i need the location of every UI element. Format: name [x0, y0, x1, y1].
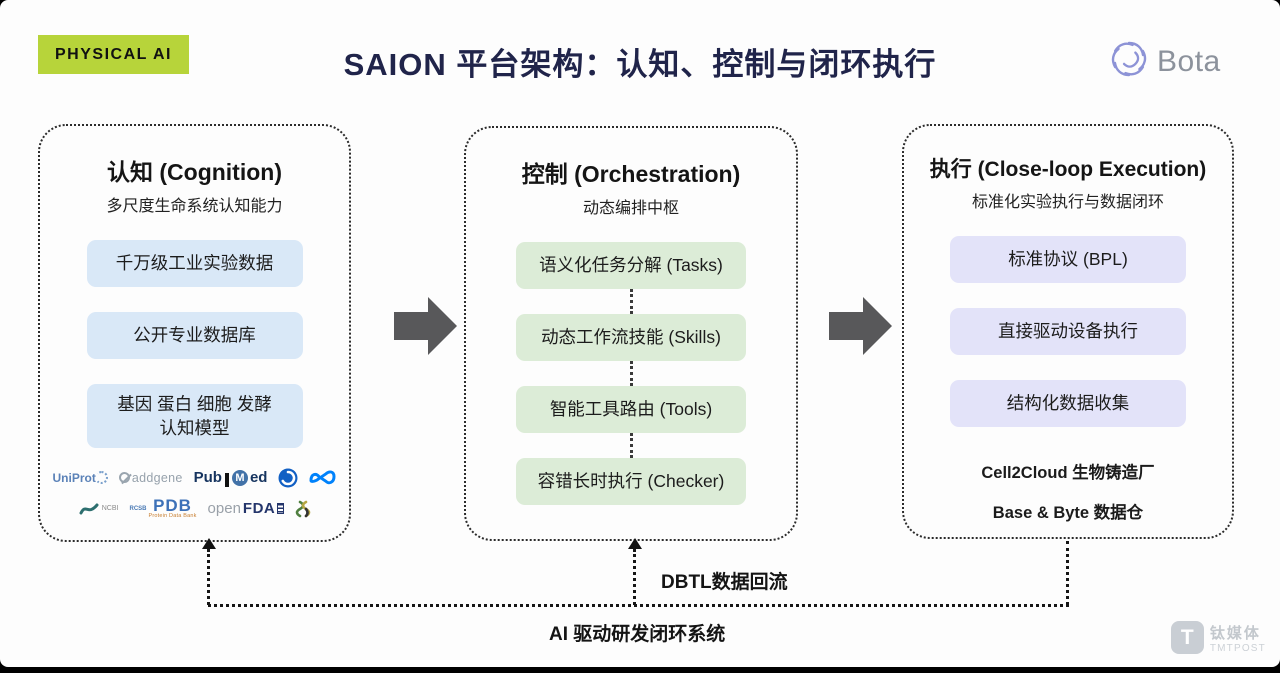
feedback-up-arrowhead-cognition-icon	[202, 538, 216, 549]
openfda-logo: open FDA	[208, 500, 285, 517]
feedback-up-arrowhead-orchestration-icon	[628, 538, 642, 549]
flow-arrow-cognition-to-orchestration-icon	[394, 297, 457, 360]
ncbi-logo: NCBI	[78, 501, 118, 517]
cognition-box-models-line2: 认知模型	[159, 418, 230, 438]
uniprot-dotted-ring-icon	[94, 471, 108, 484]
logo-row-1: UniProt addgene Pub M ed	[40, 465, 349, 490]
flow-arrow-orchestration-to-execution-icon	[829, 297, 892, 360]
addgene-circle-icon	[118, 472, 130, 483]
orchestration-column: 控制 (Orchestration) 动态编排中枢 语义化任务分解 (Tasks…	[464, 126, 798, 541]
tmtpost-logo-icon: T	[1170, 621, 1204, 654]
dna-helix-logo	[295, 500, 311, 518]
bota-pinwheel-icon	[1108, 38, 1150, 85]
bota-brand-label: Bota	[1157, 44, 1221, 78]
cognition-box-public-db: 公开专业数据库	[86, 312, 303, 359]
feedback-vline-execution	[1066, 541, 1069, 605]
physical-ai-badge: PHYSICAL AI	[38, 35, 189, 74]
uniprot-logo: UniProt	[53, 471, 108, 485]
execution-box-device: 直接驱动设备执行	[950, 308, 1186, 355]
execution-subtitle: 标准化实验执行与数据闭环	[971, 194, 1164, 211]
orchestration-box-tasks: 语义化任务分解 (Tasks)	[516, 242, 746, 289]
bota-brand: Bota	[1108, 38, 1221, 85]
cognition-box-models-line1: 基因 蛋白 细胞 发酵	[117, 394, 272, 414]
orchestration-box-skills: 动态工作流技能 (Skills)	[516, 314, 746, 361]
dbtl-feedback-label: DBTL数据回流	[661, 572, 788, 593]
data-source-logos: UniProt addgene Pub M ed	[40, 465, 349, 521]
feedback-hline	[208, 604, 1069, 607]
orchestration-title: 控制 (Orchestration)	[521, 161, 741, 187]
execution-box-bpl: 标准协议 (BPL)	[950, 236, 1186, 283]
feedback-vline-cognition	[207, 549, 210, 605]
cognition-subtitle: 多尺度生命系统认知能力	[106, 198, 283, 215]
meta-infinity-logo	[309, 470, 336, 486]
page-title: SAION 平台架构：认知、控制与闭环执行	[343, 47, 937, 82]
dotted-connector	[629, 361, 633, 386]
execution-column: 执行 (Close-loop Execution) 标准化实验执行与数据闭环 标…	[902, 124, 1234, 539]
dotted-connector	[629, 433, 633, 458]
cognition-column: 认知 (Cognition) 多尺度生命系统认知能力 千万级工业实验数据 公开专…	[38, 124, 351, 542]
watermark-cn-label: 钛媒体	[1209, 624, 1261, 642]
watermark-en-label: TMTPOST	[1209, 642, 1266, 654]
pubmed-bookmark-icon	[224, 472, 229, 487]
execution-title: 执行 (Close-loop Execution)	[929, 158, 1207, 181]
pubmed-logo: Pub M ed	[193, 469, 268, 487]
execution-box-data-collect: 结构化数据收集	[950, 380, 1186, 427]
cognition-title: 认知 (Cognition)	[106, 159, 282, 185]
addgene-logo: addgene	[118, 471, 183, 485]
blue-swirl-logo	[278, 468, 298, 488]
orchestration-box-checker: 容错长时执行 (Checker)	[516, 458, 746, 505]
cognition-box-models: 基因 蛋白 细胞 发酵 认知模型	[86, 384, 303, 448]
cognition-box-industrial-data: 千万级工业实验数据	[86, 240, 303, 287]
orchestration-subtitle: 动态编排中枢	[582, 200, 679, 217]
orchestration-box-tools: 智能工具路由 (Tools)	[516, 386, 746, 433]
logo-row-2: NCBI RCSB PDB Protein Data Bank open FDA	[40, 496, 349, 521]
execution-note-cell2cloud: Cell2Cloud 生物铸造厂	[981, 464, 1155, 482]
closed-loop-system-label: AI 驱动研发闭环系统	[549, 624, 726, 645]
openfda-flag-icon	[277, 503, 285, 514]
feedback-vline-orchestration	[633, 549, 636, 605]
execution-note-basebyte: Base & Byte 数据仓	[992, 504, 1144, 522]
pdb-logo: RCSB PDB Protein Data Bank	[129, 496, 197, 519]
dotted-connector	[629, 289, 633, 314]
tmtpost-watermark: T 钛媒体 TMTPOST	[1170, 621, 1266, 654]
